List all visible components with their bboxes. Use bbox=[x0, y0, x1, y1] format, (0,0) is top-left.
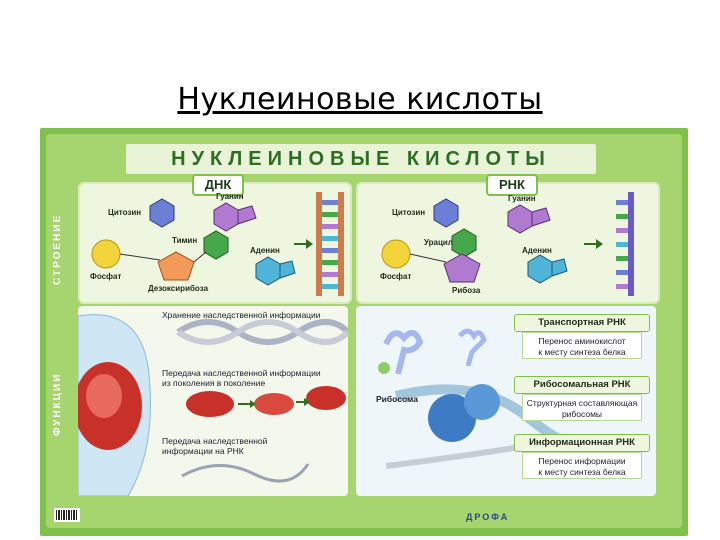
trna-shape-1 bbox=[383, 329, 424, 375]
uracil-ring bbox=[451, 228, 477, 258]
poster-banner: НУКЛЕИНОВЫЕ КИСЛОТЫ bbox=[126, 144, 596, 174]
rna-structure-drawing bbox=[381, 192, 634, 296]
dna-tab: ДНК bbox=[192, 174, 244, 196]
dna-function-3: Передача наследственной информации на РН… bbox=[162, 436, 268, 456]
label-adenine: Аденин bbox=[250, 246, 280, 255]
label-cytosine: Цитозин bbox=[108, 208, 142, 217]
label-uracil: Урацил bbox=[424, 238, 453, 247]
label-ribose: Рибоза bbox=[452, 286, 481, 295]
rna-functions-panel: Рибосома Транспортная РНК Перенос аминок… bbox=[356, 306, 656, 496]
slide-title: Нуклеиновые кислоты bbox=[177, 82, 543, 117]
dna-backbone-right bbox=[338, 192, 344, 296]
dna-structure-panel: ДНК Цитозин Гуанин Тимин Аденин Фосфат Д… bbox=[78, 174, 352, 304]
dna-functions-drawing bbox=[74, 314, 351, 497]
dna-functions-panel: Хранение наследственной информации Перед… bbox=[74, 306, 351, 497]
dna-base-pairs bbox=[322, 200, 338, 289]
phosphate-circle bbox=[91, 239, 121, 269]
publisher-logo: ДРОФА bbox=[466, 512, 510, 522]
rna-tab: РНК bbox=[486, 174, 538, 196]
transcription-strand bbox=[181, 463, 310, 483]
label-guanine: Гуанин bbox=[216, 192, 244, 201]
adenine-ring-a bbox=[527, 254, 553, 284]
helix-strand-a bbox=[176, 319, 351, 345]
mrna-strand bbox=[385, 443, 527, 469]
barcode-icon bbox=[54, 508, 80, 522]
rrna-title: Рибосомальная РНК bbox=[514, 376, 650, 394]
mrna-title: Информационная РНК bbox=[514, 434, 650, 452]
rna-structure-panel: РНК Цитозин Гуанин Урацил Аденин Фосфат … bbox=[356, 174, 660, 304]
ribosome-large bbox=[428, 394, 476, 442]
adenine-ring-a bbox=[255, 256, 281, 286]
dna-function-1: Хранение наследственной информации bbox=[162, 310, 321, 320]
trna-description: Перенос аминокислот к месту синтеза белк… bbox=[522, 332, 642, 359]
guanine-ring-b bbox=[237, 205, 257, 225]
rna-bases bbox=[616, 200, 628, 289]
poster-inner: НУКЛЕИНОВЫЕ КИСЛОТЫ СТРОЕНИЕ ФУНКЦИИ bbox=[46, 134, 682, 528]
trna-title: Транспортная РНК bbox=[514, 314, 650, 332]
label-guanine: Гуанин bbox=[508, 194, 536, 203]
mrna-description: Перенос информации к месту синтеза белка bbox=[522, 452, 642, 479]
cytosine-ring bbox=[149, 198, 175, 228]
ribose-ring bbox=[443, 253, 481, 283]
label-adenine: Аденин bbox=[522, 246, 552, 255]
guanine-ring-a bbox=[507, 204, 533, 234]
side-label-functions: ФУНКЦИИ bbox=[52, 372, 63, 436]
adenine-ring-b bbox=[279, 260, 296, 279]
phosphate-circle bbox=[381, 239, 411, 269]
chromosome-1 bbox=[186, 391, 234, 417]
dna-backbone-left bbox=[316, 192, 322, 296]
rrna-description: Структурная составляющая рибосомы bbox=[522, 394, 642, 421]
rna-backbone bbox=[628, 192, 634, 296]
label-deoxyribose: Дезоксирибоза bbox=[148, 284, 209, 293]
helix-strand-b bbox=[176, 319, 351, 345]
chromosome-3 bbox=[306, 386, 346, 410]
dna-function-2: Передача наследственной информации из по… bbox=[162, 368, 321, 388]
label-phosphate: Фосфат bbox=[380, 272, 412, 281]
side-label-structure: СТРОЕНИЕ bbox=[52, 213, 63, 285]
poster: НУКЛЕИНОВЫЕ КИСЛОТЫ СТРОЕНИЕ ФУНКЦИИ bbox=[40, 128, 688, 536]
label-thymine: Тимин bbox=[172, 236, 198, 245]
guanine-ring-a bbox=[213, 202, 239, 232]
guanine-ring-b bbox=[531, 207, 551, 227]
trna-shape-2 bbox=[458, 328, 487, 367]
label-phosphate: Фосфат bbox=[90, 272, 122, 281]
ribosome-label: Рибосома bbox=[376, 394, 418, 404]
ribosome-small bbox=[464, 384, 500, 420]
thymine-ring bbox=[203, 230, 229, 260]
cytosine-ring bbox=[433, 198, 459, 228]
dna-structure-drawing bbox=[91, 192, 344, 296]
chromosome-2 bbox=[254, 393, 294, 415]
adenine-ring-b bbox=[551, 258, 568, 277]
deoxyribose-ring bbox=[157, 251, 195, 281]
label-cytosine: Цитозин bbox=[392, 208, 426, 217]
